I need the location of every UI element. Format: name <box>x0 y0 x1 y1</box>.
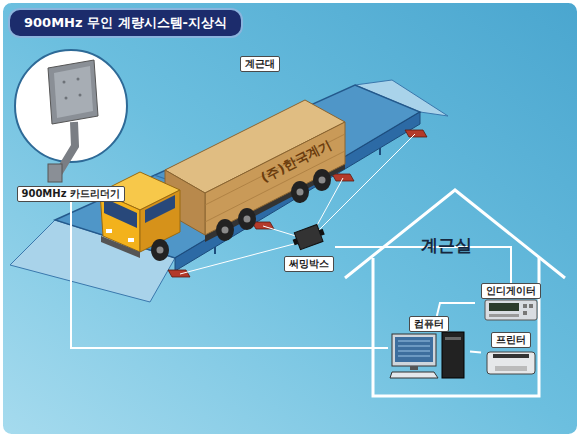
monitor-screen <box>395 337 433 362</box>
summing-box-tab <box>319 229 325 236</box>
signal-wire <box>71 202 388 348</box>
bumper <box>101 236 140 258</box>
house-roof <box>345 190 565 278</box>
node-label: 써밍박스 <box>284 256 334 272</box>
signal-wire <box>470 351 481 354</box>
indicator-display <box>489 303 519 311</box>
wheel-hub <box>157 247 164 254</box>
summing-box-body <box>294 224 323 249</box>
cargo-side <box>205 122 345 235</box>
screen-line <box>398 346 430 347</box>
indicator-keys <box>489 314 519 317</box>
prn-node: 프린터 <box>481 332 541 378</box>
printer-tray <box>495 366 527 371</box>
node-label: 프린터 <box>491 332 531 348</box>
node-label: 계근실 <box>421 234 472 257</box>
indicator-button <box>523 304 527 308</box>
cargo-rib <box>205 134 345 205</box>
summing-box-tab <box>293 238 299 245</box>
side-window <box>145 195 175 223</box>
node-label: 인디게이터 <box>481 283 541 299</box>
node-label: 900MHz 카드리더기 <box>17 186 126 202</box>
signal-wire <box>437 303 475 316</box>
pc-tower <box>442 332 464 378</box>
monitor-stand <box>410 366 418 370</box>
wheel <box>151 239 169 261</box>
wheel <box>238 208 256 230</box>
pc-drive <box>445 337 461 340</box>
sum-node: 써밍박스 <box>283 222 335 272</box>
pc-node: 컴퓨터 <box>388 316 470 380</box>
screen-line <box>398 356 430 357</box>
diagram-title: 900MHz 무인 계량시스템-지상식 <box>8 8 243 38</box>
wheel <box>291 181 309 203</box>
platform-label: 계근대 <box>240 56 280 72</box>
screen-line <box>398 341 430 342</box>
antenna-dot <box>65 97 68 100</box>
screen-line <box>398 351 430 352</box>
beam-tick <box>379 148 381 155</box>
windshield <box>104 198 137 228</box>
indicator-button <box>529 304 533 308</box>
wheel-hub <box>297 189 304 196</box>
summing-box-symbol <box>291 223 327 251</box>
node-outline <box>12 46 130 202</box>
antenna-dot <box>63 81 66 84</box>
load-cell <box>332 174 354 181</box>
wheel-hub <box>222 227 229 234</box>
headlight <box>106 229 112 233</box>
antenna-dot <box>77 78 80 81</box>
wheel-hub <box>244 216 251 223</box>
indicator-body <box>485 300 537 320</box>
ind-node: 인디게이터 <box>475 283 547 323</box>
house-walls <box>373 258 539 396</box>
headlight <box>128 238 134 242</box>
wheel <box>313 169 331 191</box>
beam-tick <box>214 247 216 254</box>
printer-body <box>487 352 535 374</box>
reader-node: 900MHz 카드리더기 <box>12 46 130 202</box>
load-cell <box>405 130 427 137</box>
keyboard <box>390 372 438 378</box>
printer-slot <box>493 354 529 358</box>
wheel-hub <box>319 177 326 184</box>
antenna-face <box>54 66 93 118</box>
node-label: 컴퓨터 <box>409 316 449 332</box>
antenna-dot <box>79 94 82 97</box>
load-cell <box>168 270 190 277</box>
indicator-button <box>523 311 527 315</box>
antenna-panel <box>48 60 98 124</box>
house-node: 계근실인디게이터컴퓨터프린터 <box>343 186 569 400</box>
antenna-mount <box>48 164 62 182</box>
monitor <box>392 334 436 366</box>
wheel <box>216 219 234 241</box>
